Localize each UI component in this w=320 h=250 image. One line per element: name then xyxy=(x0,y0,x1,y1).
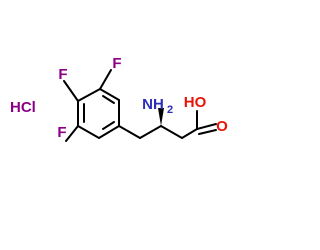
f-top-right-label: F xyxy=(112,55,121,72)
hcl-label: HCl xyxy=(10,99,36,116)
f-top-left-label: F xyxy=(58,66,67,83)
nh2-subscript: 2 xyxy=(167,104,173,116)
ho-label: HO xyxy=(184,94,207,111)
nh2-label: NH 2 xyxy=(142,96,173,116)
bond-ch2-to-chiral xyxy=(139,125,162,139)
bond-carbonyl-double xyxy=(198,129,217,135)
bond-to-f-top-right xyxy=(99,69,112,90)
carbonyl-o-label: O xyxy=(216,118,228,135)
bond-to-f-left xyxy=(65,125,79,142)
ring-bond-6 xyxy=(77,88,101,102)
wedge-bond xyxy=(158,108,164,126)
structure-svg: F F F HCl NH 2 HO O xyxy=(10,55,228,142)
bond-ring-to-ch2 xyxy=(118,125,141,139)
molecule-diagram: F F F HCl NH 2 HO O xyxy=(10,55,228,142)
benzene-ring xyxy=(77,88,120,139)
bond-ch2-to-carboxyl xyxy=(181,128,198,139)
ring-double-bond-1 xyxy=(102,95,115,104)
bond-to-f-top-left xyxy=(63,80,79,102)
ring-bond-3 xyxy=(98,125,120,139)
ring-bond-1 xyxy=(99,88,120,101)
f-left-label: F xyxy=(57,124,66,141)
nh-label: NH xyxy=(142,96,164,113)
bond-chiral-to-ch2 xyxy=(160,125,183,139)
bond-carbonyl xyxy=(196,123,217,130)
ring-double-bond-2 xyxy=(102,121,115,130)
ring-bond-4 xyxy=(77,125,100,139)
